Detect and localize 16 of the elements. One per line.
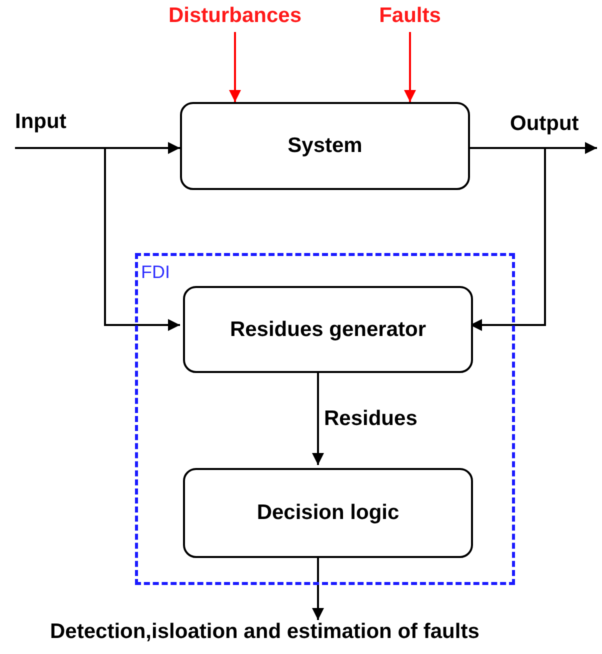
arrow [15,147,180,331]
arrow [470,147,546,331]
process-box: Residues generator [183,286,473,373]
text-label: Input [15,110,87,148]
dashed-group-box [135,253,515,585]
arrow [312,370,324,465]
process-box: Decision logic [183,468,473,558]
text-label: Disturbances [165,4,305,32]
group-title: FDI [141,262,170,283]
arrow [312,555,324,620]
text-label: Faults [365,4,455,32]
arrow [404,32,416,102]
text-label: Output [510,112,600,148]
process-box: System [180,102,470,190]
arrow [229,32,241,102]
text-label: Detection,isloation and estimation of faults [50,620,600,650]
